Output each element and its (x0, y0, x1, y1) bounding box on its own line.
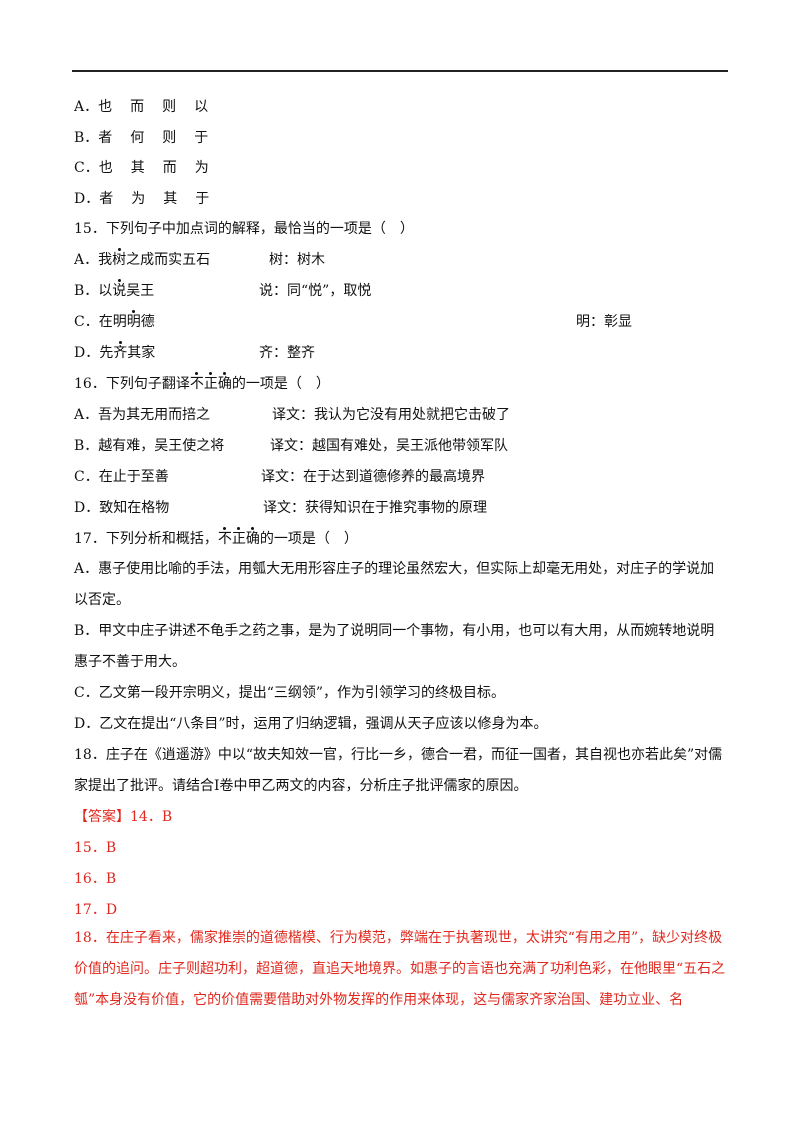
q15-option-d: D．先齐其家 (74, 341, 156, 361)
q17-option-b: B．甲文中庄子讲述不龟手之药之事，是为了说明同一个事物，有小用，也可以有大用，从… (74, 623, 715, 670)
q16-option-a: A．吾为其无用而掊之 (74, 407, 211, 423)
emphasis-dot-char: 树 (112, 248, 127, 268)
q14-option-b: B．者何则于 (74, 130, 209, 146)
q14-option-a: A．也而则以 (74, 99, 209, 115)
q16-gloss-c: 译文：在于达到道德修养的最高境界 (261, 469, 485, 485)
q15-gloss-d: 齐：整齐 (259, 345, 315, 361)
q17-option-d: D．乙文在提出“八条目”时，运用了归纳逻辑，强调从天子应该以修身为本。 (74, 716, 548, 732)
answer-tag: 【答案】 (74, 809, 130, 825)
emphasis-dot-char: 确 (217, 372, 232, 392)
q15-gloss-c: 明：彰显 (576, 314, 632, 330)
q16-stem: 16．下列句子翻译不正确的一项是（ ） (74, 372, 330, 392)
q14-option-c: C．也其而为 (74, 160, 209, 176)
q14-option-d: D．者为其于 (74, 191, 210, 207)
emphasis-dot-char: 不 (217, 527, 232, 547)
q15-option-b: B．以说吴王 (74, 279, 155, 299)
q15-stem: 15．下列句子中加点词的解释，最恰当的一项是（ ） (74, 221, 414, 237)
emphasis-dot-char: 齐 (113, 341, 128, 361)
q17-option-c: C．乙文第一段开宗明义，提出“三纲领”，作为引领学习的终极目标。 (74, 685, 506, 701)
q16-option-b: B．越有难，吴王使之将 (74, 438, 225, 454)
emphasis-dot-char: 不 (189, 372, 204, 392)
q18-question: 18．庄子在《逍遥游》中以“故夫知效一官，行比一乡，德合一君，而征一国者，其自视… (74, 747, 723, 794)
q16-option-d: D．致知在格物 (74, 500, 170, 516)
q17-option-a: A．惠子使用比喻的手法，用瓠大无用形容庄子的理论虽然宏大，但实际上却毫无用处，对… (74, 561, 715, 608)
answer-15: 15．B (74, 840, 117, 856)
emphasis-dot-char: 确 (245, 527, 260, 547)
q16-option-c: C．在止于至善 (74, 469, 169, 485)
emphasis-dot-char: 说 (112, 279, 127, 299)
q17-stem: 17．下列分析和概括，不正确的一项是（ ） (74, 527, 358, 547)
emphasis-dot-char: 正 (231, 527, 246, 547)
q15-gloss-b: 说：同“悦”，取悦 (259, 283, 372, 299)
answer-16: 16．B (74, 871, 117, 887)
q16-gloss-a: 译文：我认为它没有用处就把它击破了 (272, 407, 510, 423)
q16-gloss-b: 译文：越国有难处，吴王派他带领军队 (270, 438, 508, 454)
q15-gloss-a: 树：树木 (269, 252, 325, 268)
emphasis-dot-char: 明 (126, 310, 141, 330)
header-rule (72, 70, 728, 72)
q15-option-c: C．在明明德 (74, 310, 155, 330)
q15-option-a: A．我树之成而实五石 (74, 248, 211, 268)
answer-18: 18．在庄子看来，儒家推崇的道德楷模、行为模范，弊端在于执著现世，太讲究“有用之… (74, 930, 726, 1008)
q16-gloss-d: 译文：获得知识在于推究事物的原理 (263, 500, 487, 516)
answer-17: 17．D (74, 902, 118, 918)
emphasis-dot-char: 正 (203, 372, 218, 392)
answer-header: 【答案】14．B (74, 809, 173, 825)
